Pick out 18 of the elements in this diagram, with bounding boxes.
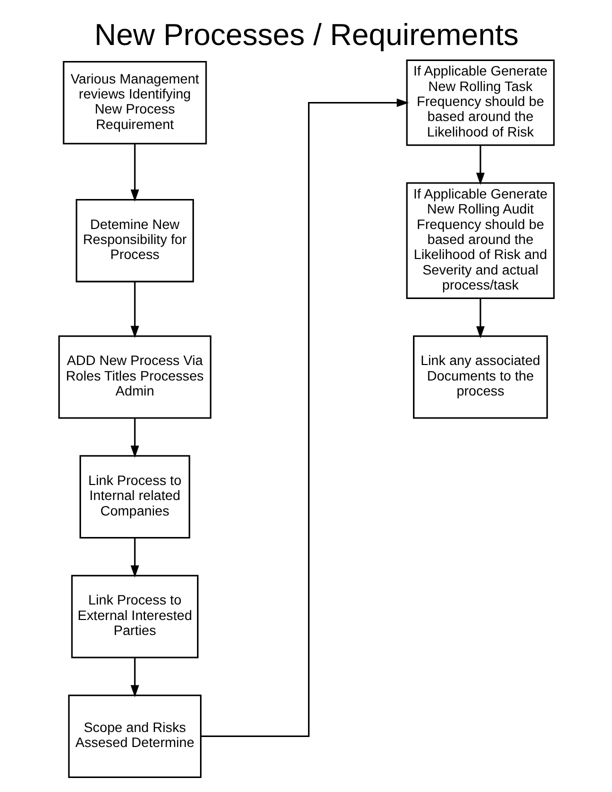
node-box: Link Process to Internal related Companies <box>79 455 190 538</box>
diagram-title: New Processes / Requirements <box>94 19 518 52</box>
arrow <box>200 98 408 738</box>
arrow <box>130 282 139 338</box>
node-box: If Applicable Generate New Rolling Task Frequency should be based around the Likelihood of Risk <box>406 60 554 146</box>
node-box: Link any associated Documents to the process <box>412 335 548 419</box>
arrow <box>476 146 484 185</box>
arrow <box>476 298 484 338</box>
arrow <box>130 418 139 458</box>
node-box: Scope and Risks Assesed Determine <box>68 694 202 778</box>
arrow <box>130 144 139 202</box>
node-box: Link Process to External Interested Parties <box>70 574 198 658</box>
arrow <box>130 658 139 698</box>
node-box: ADD New Process Via Roles Titles Processes Admin <box>58 335 211 419</box>
node-box: Various Management reviews Identifying New Process Requirement <box>62 61 206 144</box>
node-box: Detemine New Responsibility for Process <box>75 198 194 282</box>
node-box: If Applicable Generate New Rolling Audit Frequency should be based around the Likelihood of Risk and Severity and actual process/task <box>406 182 554 299</box>
arrow <box>130 538 139 578</box>
